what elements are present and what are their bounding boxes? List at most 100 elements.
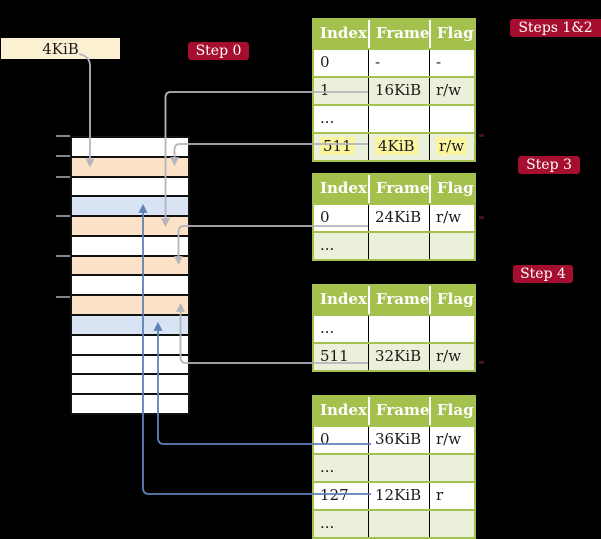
- table-cell: 36KiB: [368, 427, 429, 453]
- table-cell: ...: [320, 514, 335, 532]
- table-cell: [429, 233, 474, 259]
- memory-tick: [56, 155, 70, 157]
- table-header-row: IndexFrameFlags: [314, 175, 474, 203]
- column-header: Flags: [429, 286, 474, 314]
- badge-step-3: Step 3: [518, 156, 580, 174]
- memory-row-pagetable: [72, 155, 188, 176]
- table-cell: -: [368, 50, 429, 76]
- table-cell: [429, 106, 474, 132]
- table-cell: [368, 511, 429, 537]
- table-cell: r/w: [429, 344, 474, 370]
- badge-step-4: Step 4: [513, 265, 573, 283]
- column-header: Index: [320, 401, 367, 419]
- memory-stack: [70, 136, 190, 415]
- arrow-stub: [479, 216, 484, 219]
- highlighted-value: 4KiB: [375, 137, 418, 155]
- table-row: ...: [314, 453, 474, 481]
- table-cell: 32KiB: [368, 344, 429, 370]
- table-cell: r: [429, 483, 474, 509]
- badge-steps-1-2: Steps 1&2: [510, 19, 601, 37]
- memory-tick: [56, 296, 70, 298]
- table-cell: [429, 511, 474, 537]
- table-cell: r/w: [429, 78, 474, 104]
- memory-row-data: [72, 195, 188, 216]
- table-cell: 0: [320, 430, 330, 448]
- memory-row-plain: [72, 175, 188, 196]
- table-cell: [368, 106, 429, 132]
- table-cell: 0: [320, 53, 330, 71]
- memory-row-plain: [72, 333, 188, 354]
- table-cell: 12KiB: [368, 483, 429, 509]
- table-cell: [368, 455, 429, 481]
- table-cell: ...: [320, 319, 335, 337]
- arrow-stub: [479, 361, 484, 364]
- memory-row-data: [72, 314, 188, 334]
- frame-address-text: 4KiB: [42, 39, 79, 58]
- table-cell: r/w: [429, 427, 474, 453]
- table-row: 511 4KiB r/w: [314, 132, 474, 160]
- table-cell: [368, 233, 429, 259]
- table-cell: -: [429, 50, 474, 76]
- frame-address-label: 4KiB: [1, 38, 120, 59]
- table-row: ...: [314, 509, 474, 537]
- table-cell: r/w: [429, 205, 474, 231]
- memory-tick: [56, 176, 70, 178]
- column-header: Flags: [429, 20, 474, 48]
- highlighted-value: 511: [320, 137, 355, 155]
- column-header: Frame: [368, 175, 429, 203]
- table-row: ...: [314, 314, 474, 342]
- memory-row-pagetable: [72, 294, 188, 315]
- column-header: Frame: [368, 286, 429, 314]
- table-cell: [429, 316, 474, 342]
- badge-step-0: Step 0: [188, 42, 249, 60]
- memory-tick: [56, 135, 70, 137]
- page-table-walk-diagram: { "colors": { "background": "#000000", "…: [1, 18, 601, 539]
- memory-row-plain: [72, 234, 188, 255]
- memory-row-plain: [72, 353, 188, 374]
- highlighted-value: r/w: [436, 137, 468, 155]
- memory-row-pagetable: [72, 215, 188, 235]
- table-cell: 1: [320, 81, 330, 99]
- memory-tick: [56, 255, 70, 257]
- table-cell: [368, 316, 429, 342]
- table-row: ...: [314, 231, 474, 259]
- column-header: Index: [320, 24, 367, 42]
- table-cell: 0: [320, 208, 330, 226]
- page-table-level-2: IndexFrameFlags 0 24KiBr/w...: [312, 173, 476, 261]
- memory-row-plain: [72, 138, 188, 156]
- memory-row-pagetable: [72, 254, 188, 275]
- column-header: Index: [320, 179, 367, 197]
- column-header: Frame: [368, 397, 429, 425]
- table-cell: 127: [320, 486, 349, 504]
- table-cell: 24KiB: [368, 205, 429, 231]
- table-cell: 16KiB: [368, 78, 429, 104]
- table-header-row: IndexFrameFlags: [314, 397, 474, 425]
- table-cell: r/w: [429, 134, 474, 160]
- table-cell: ...: [320, 109, 335, 127]
- table-cell: ...: [320, 236, 335, 254]
- column-header: Index: [320, 290, 367, 308]
- table-row: ...: [314, 104, 474, 132]
- arrow-stub: [479, 134, 484, 137]
- memory-row-plain: [72, 274, 188, 295]
- memory-tick: [56, 215, 70, 217]
- table-header-row: IndexFrameFlags: [314, 20, 474, 48]
- table-row: 0 --: [314, 48, 474, 76]
- table-header-row: IndexFrameFlags: [314, 286, 474, 314]
- column-header: Flags: [429, 175, 474, 203]
- table-cell: [429, 455, 474, 481]
- table-cell: 511: [320, 347, 349, 365]
- table-cell: 511: [314, 134, 368, 160]
- table-cell: 4KiB: [368, 134, 429, 160]
- column-header: Flags: [429, 397, 474, 425]
- memory-row-plain: [72, 393, 188, 413]
- table-cell: ...: [320, 458, 335, 476]
- memory-row-plain: [72, 373, 188, 394]
